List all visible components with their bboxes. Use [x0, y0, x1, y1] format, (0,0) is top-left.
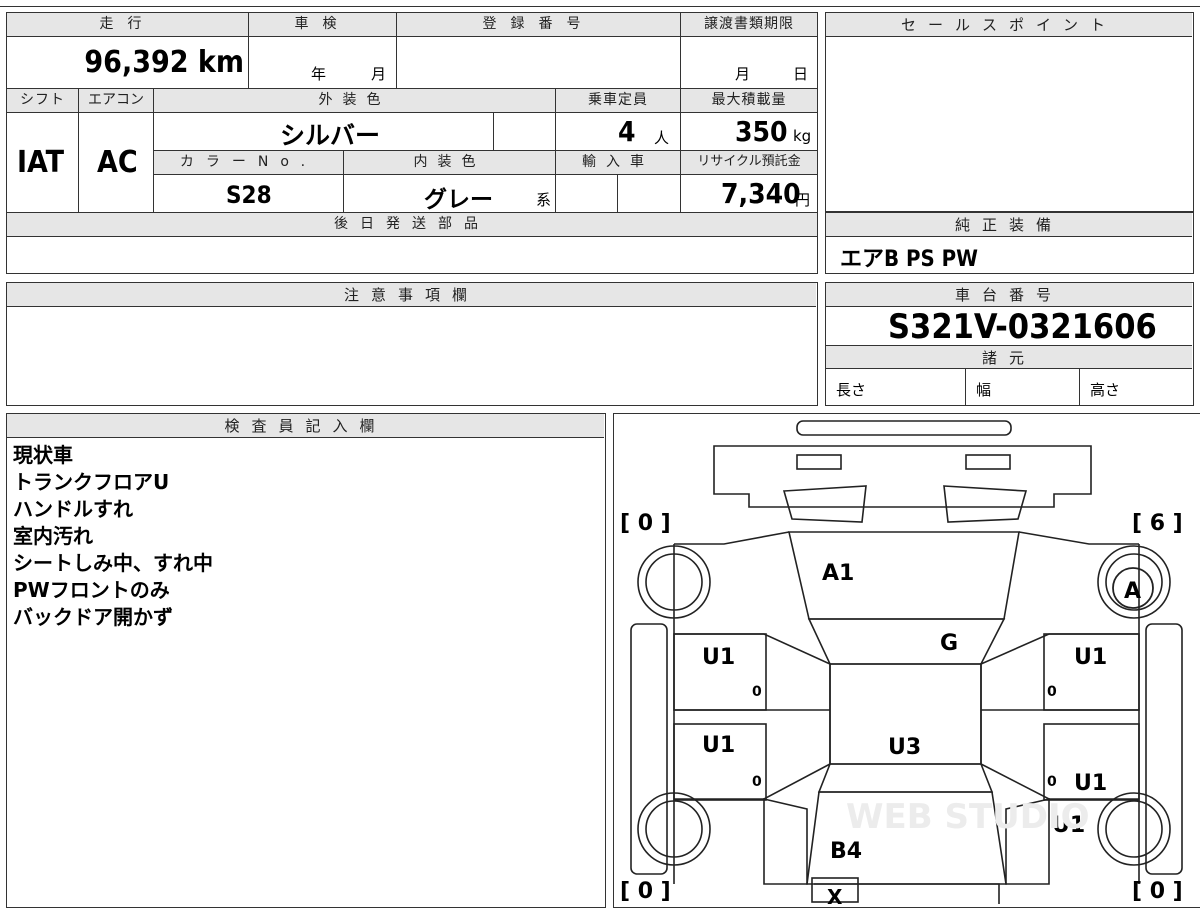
capacity-label: 乗車定員	[556, 89, 681, 113]
sales-point-label: セールスポイント	[826, 13, 1192, 37]
capacity-unit: 人	[654, 129, 670, 147]
shift-label: シフト	[7, 89, 79, 113]
chassis-box: 車台番号 S321V-0321606 諸元 長さ 幅 高さ	[825, 282, 1194, 406]
capacity-value: 4	[618, 115, 636, 148]
top-strip	[0, 0, 1200, 7]
import-cell-b	[618, 175, 681, 213]
note-line: PWフロントのみ	[13, 578, 170, 602]
mark-roof: U3	[888, 735, 921, 760]
color-no-value: S28	[226, 181, 272, 209]
note-line: 現状車	[13, 443, 73, 467]
specs-length: 長さ	[836, 381, 867, 399]
import-cell-a	[556, 175, 618, 213]
color-no-label: カラーNo.	[154, 151, 344, 175]
car-diagram: [ 0 ] [ 6 ] [ 0 ] [ 0 ] A1 G A U1 U1 U1 …	[620, 420, 1183, 904]
mileage-cell: 96,392 km	[7, 37, 249, 89]
inspector-box: 検査員記入欄 現状車 トランクフロアU ハンドルすれ 室内汚れ シートしみ中、す…	[6, 413, 606, 908]
mark-door-fl: U1	[702, 645, 735, 670]
inspection-year: 年	[311, 65, 327, 83]
max-load-label: 最大積載量	[681, 89, 817, 113]
deadline-month: 月	[735, 65, 751, 83]
aircon-cell: AC	[79, 113, 154, 213]
exterior-color-label: 外装色	[154, 89, 556, 113]
tire-rl-value: [ 0 ]	[620, 879, 671, 904]
mileage-value: 96,392 km	[84, 45, 244, 80]
mark-bumper-rear: X	[827, 885, 843, 904]
caution-box: 注意事項欄	[6, 282, 818, 406]
car-diagram-box: [ 0 ] [ 6 ] [ 0 ] [ 0 ] A1 G A U1 U1 U1 …	[613, 413, 1200, 908]
note-line: シートしみ中、すれ中	[13, 551, 213, 575]
interior-color-suffix: 系	[536, 191, 552, 209]
interior-color-value: グレー	[424, 187, 493, 213]
specs-width: 幅	[976, 381, 992, 399]
inspection-cell: 年 月	[249, 37, 397, 89]
mark-hood: A1	[822, 561, 854, 586]
shift-cell: IAT	[7, 113, 79, 213]
exterior-color-extra	[494, 113, 556, 151]
registration-cell	[397, 37, 681, 89]
specs-label: 諸元	[826, 345, 1192, 369]
max-load-value: 350	[735, 115, 788, 148]
capacity-cell: 4 人	[556, 113, 681, 151]
vehicle-info-table: 走行 車検 登録番号 譲渡書類期限 96,392 km 年 月 月 日 シフト …	[6, 12, 818, 274]
mark-door-fr: U1	[1074, 645, 1107, 670]
registration-label: 登録番号	[397, 13, 681, 37]
caution-label: 注意事項欄	[7, 283, 816, 307]
inspection-month: 月	[371, 65, 387, 83]
sales-point-box: セールスポイント	[825, 12, 1194, 212]
small-mark: 0	[752, 684, 762, 700]
genuine-value: エアB PS PW	[840, 247, 978, 272]
mark-windshield: G	[940, 631, 958, 656]
inspection-label: 車検	[249, 13, 397, 37]
tire-fl-value: [ 0 ]	[620, 511, 671, 536]
exterior-color-cell: シルバー	[154, 113, 494, 151]
inspector-label: 検査員記入欄	[7, 414, 604, 438]
interior-color-label: 内装色	[344, 151, 556, 175]
recycle-label: リサイクル預託金	[681, 151, 817, 175]
mark-tailgate: B4	[830, 839, 862, 864]
small-mark: 0	[1047, 774, 1057, 790]
transfer-deadline-cell: 月 日	[681, 37, 817, 89]
specs-height-cell: 高さ	[1080, 369, 1192, 405]
tire-fr-value: [ 6 ]	[1132, 511, 1183, 536]
inspector-notes: 現状車 トランクフロアU ハンドルすれ 室内汚れ シートしみ中、すれ中 PWフロ…	[13, 442, 213, 631]
note-line: 室内汚れ	[13, 524, 93, 548]
shift-value: IAT	[17, 145, 65, 180]
specs-height: 高さ	[1090, 381, 1121, 399]
aircon-label: エアコン	[79, 89, 154, 113]
recycle-unit: 円	[795, 191, 811, 209]
deadline-day: 日	[793, 65, 809, 83]
specs-length-cell: 長さ	[826, 369, 966, 405]
transfer-deadline-label: 譲渡書類期限	[681, 13, 817, 37]
chassis-value: S321V-0321606	[888, 307, 1157, 347]
genuine-label: 純正装備	[826, 213, 1192, 237]
recycle-cell: 7,340 円	[681, 175, 817, 213]
exterior-color-value: シルバー	[280, 121, 381, 150]
mark-quarter-rr: U1	[1052, 813, 1085, 838]
import-label: 輸入車	[556, 151, 681, 175]
note-line: ハンドルすれ	[13, 497, 133, 521]
small-mark: 0	[1047, 684, 1057, 700]
max-load-unit: kg	[793, 127, 812, 145]
note-line: トランクフロアU	[13, 470, 170, 494]
chassis-label: 車台番号	[826, 283, 1192, 307]
small-mark: 0	[752, 774, 762, 790]
interior-color-cell: グレー 系	[344, 175, 556, 213]
specs-width-cell: 幅	[966, 369, 1080, 405]
watermark: WEB STUDIO	[846, 797, 1090, 837]
note-line: バックドア開かず	[13, 605, 173, 629]
color-no-cell: S28	[154, 175, 344, 213]
tire-rr-value: [ 0 ]	[1132, 879, 1183, 904]
max-load-cell: 350 kg	[681, 113, 817, 151]
later-parts-label: 後日発送部品	[7, 213, 817, 237]
recycle-value: 7,340	[721, 177, 801, 210]
mark-door-rl: U1	[702, 733, 735, 758]
genuine-box: 純正装備 エアB PS PW	[825, 212, 1194, 274]
aircon-value: AC	[97, 145, 138, 180]
mark-door-rr: U1	[1074, 771, 1107, 796]
mark-wheel-fr: A	[1124, 579, 1141, 604]
mileage-label: 走行	[7, 13, 249, 37]
